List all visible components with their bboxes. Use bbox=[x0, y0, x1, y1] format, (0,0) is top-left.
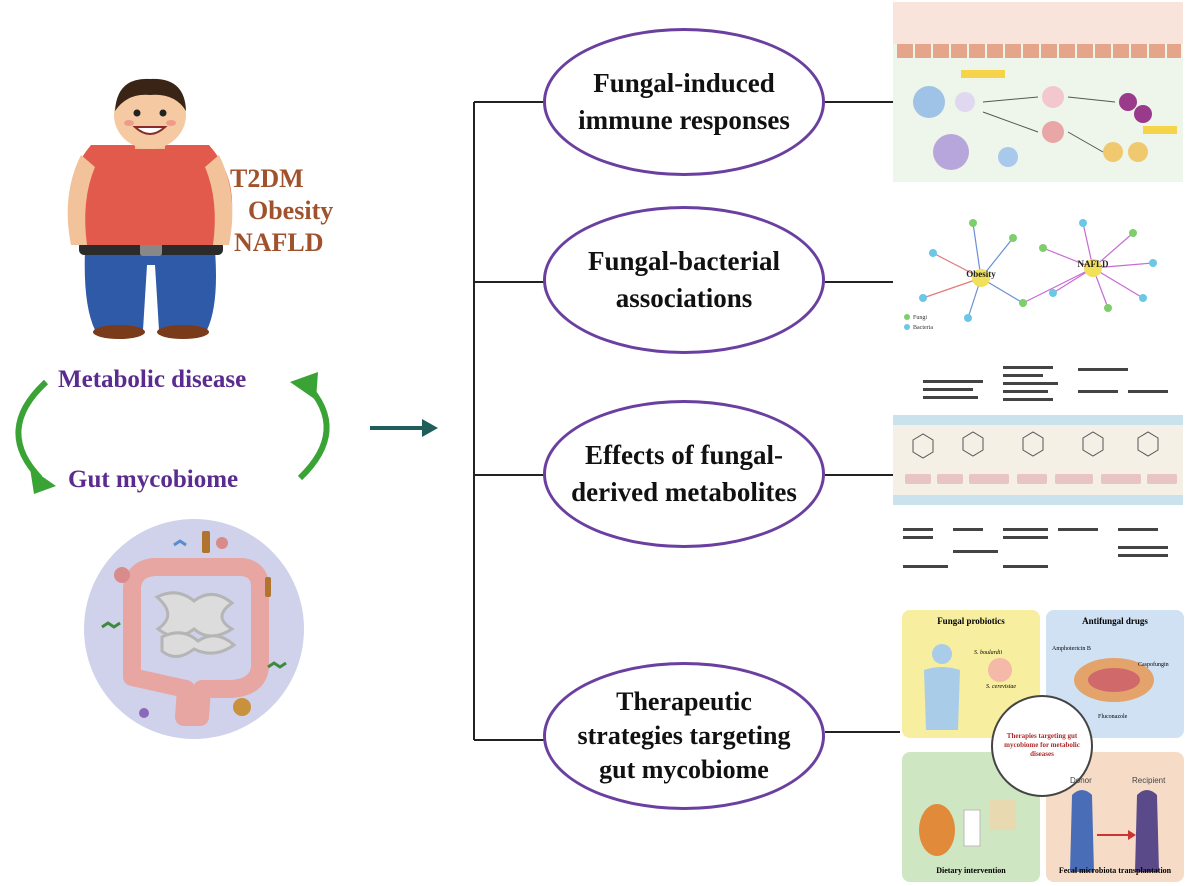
label-dietary-intervention: Dietary intervention bbox=[936, 866, 1006, 875]
node-fungal-bacterial-associations: Fungal-bacterial associations bbox=[543, 206, 825, 354]
fungal-bacterial-network-panel: Obesity NAFLD Fungi Bacteria bbox=[893, 193, 1183, 343]
fungal-metabolites-panel bbox=[893, 360, 1183, 585]
label-caspofungin: Caspofungin bbox=[1138, 662, 1169, 668]
left-cycle-arrow bbox=[15, 379, 49, 481]
left-cycle-arrowhead bbox=[30, 468, 56, 494]
disease-t2dm: T2DM bbox=[230, 164, 304, 193]
therapy-panel: Fungal probiotics Antifungal drugs Dieta… bbox=[902, 610, 1184, 882]
network-hub-obesity: Obesity bbox=[966, 269, 996, 279]
label-fluconazole: Fluconazole bbox=[1098, 714, 1128, 720]
right-cycle-arrowhead bbox=[290, 372, 318, 400]
disease-list: T2DM Obesity NAFLD bbox=[230, 163, 333, 259]
legend-fungi: Fungi bbox=[913, 315, 927, 321]
label-fmt: Fecal microbiota transplantation bbox=[1058, 866, 1172, 875]
disease-nafld: NAFLD bbox=[234, 228, 324, 257]
network-hub-nafld: NAFLD bbox=[1078, 259, 1109, 269]
therapy-center-circle bbox=[991, 695, 1093, 797]
node-therapeutic-strategies: Therapeutic strategies targeting gut myc… bbox=[543, 662, 825, 810]
disease-obesity: Obesity bbox=[248, 196, 334, 225]
legend-bacteria: Bacteria bbox=[913, 325, 933, 331]
label-s-cerevisiae: S. cerevisiae bbox=[986, 684, 1017, 690]
obese-person-illustration bbox=[67, 78, 233, 339]
main-arrow bbox=[370, 419, 438, 437]
node-fungal-metabolites: Effects of fungal- derived metabolites bbox=[543, 400, 825, 548]
gut-illustration bbox=[84, 519, 304, 739]
label-donor: Donor bbox=[1070, 776, 1092, 785]
label-fungal-probiotics: Fungal probiotics bbox=[937, 616, 1005, 626]
therapy-quadrants bbox=[902, 610, 1184, 882]
label-recipient: Recipient bbox=[1132, 776, 1166, 785]
cycle-arrows bbox=[15, 372, 330, 494]
gut-mycobiome-label: Gut mycobiome bbox=[68, 466, 239, 493]
label-amphotericin-b: Amphotericin B bbox=[1052, 646, 1091, 652]
label-antifungal-drugs: Antifungal drugs bbox=[1082, 616, 1148, 626]
bracket-connectors bbox=[473, 101, 900, 741]
label-s-boulardii: S. boulardii bbox=[974, 650, 1003, 656]
immune-response-panel bbox=[893, 2, 1183, 182]
therapy-center-label: Therapies targeting gut mycobiome for me… bbox=[1004, 732, 1080, 758]
node-immune-responses: Fungal-induced immune responses bbox=[543, 28, 825, 176]
metabolic-disease-label: Metabolic disease bbox=[58, 366, 247, 393]
